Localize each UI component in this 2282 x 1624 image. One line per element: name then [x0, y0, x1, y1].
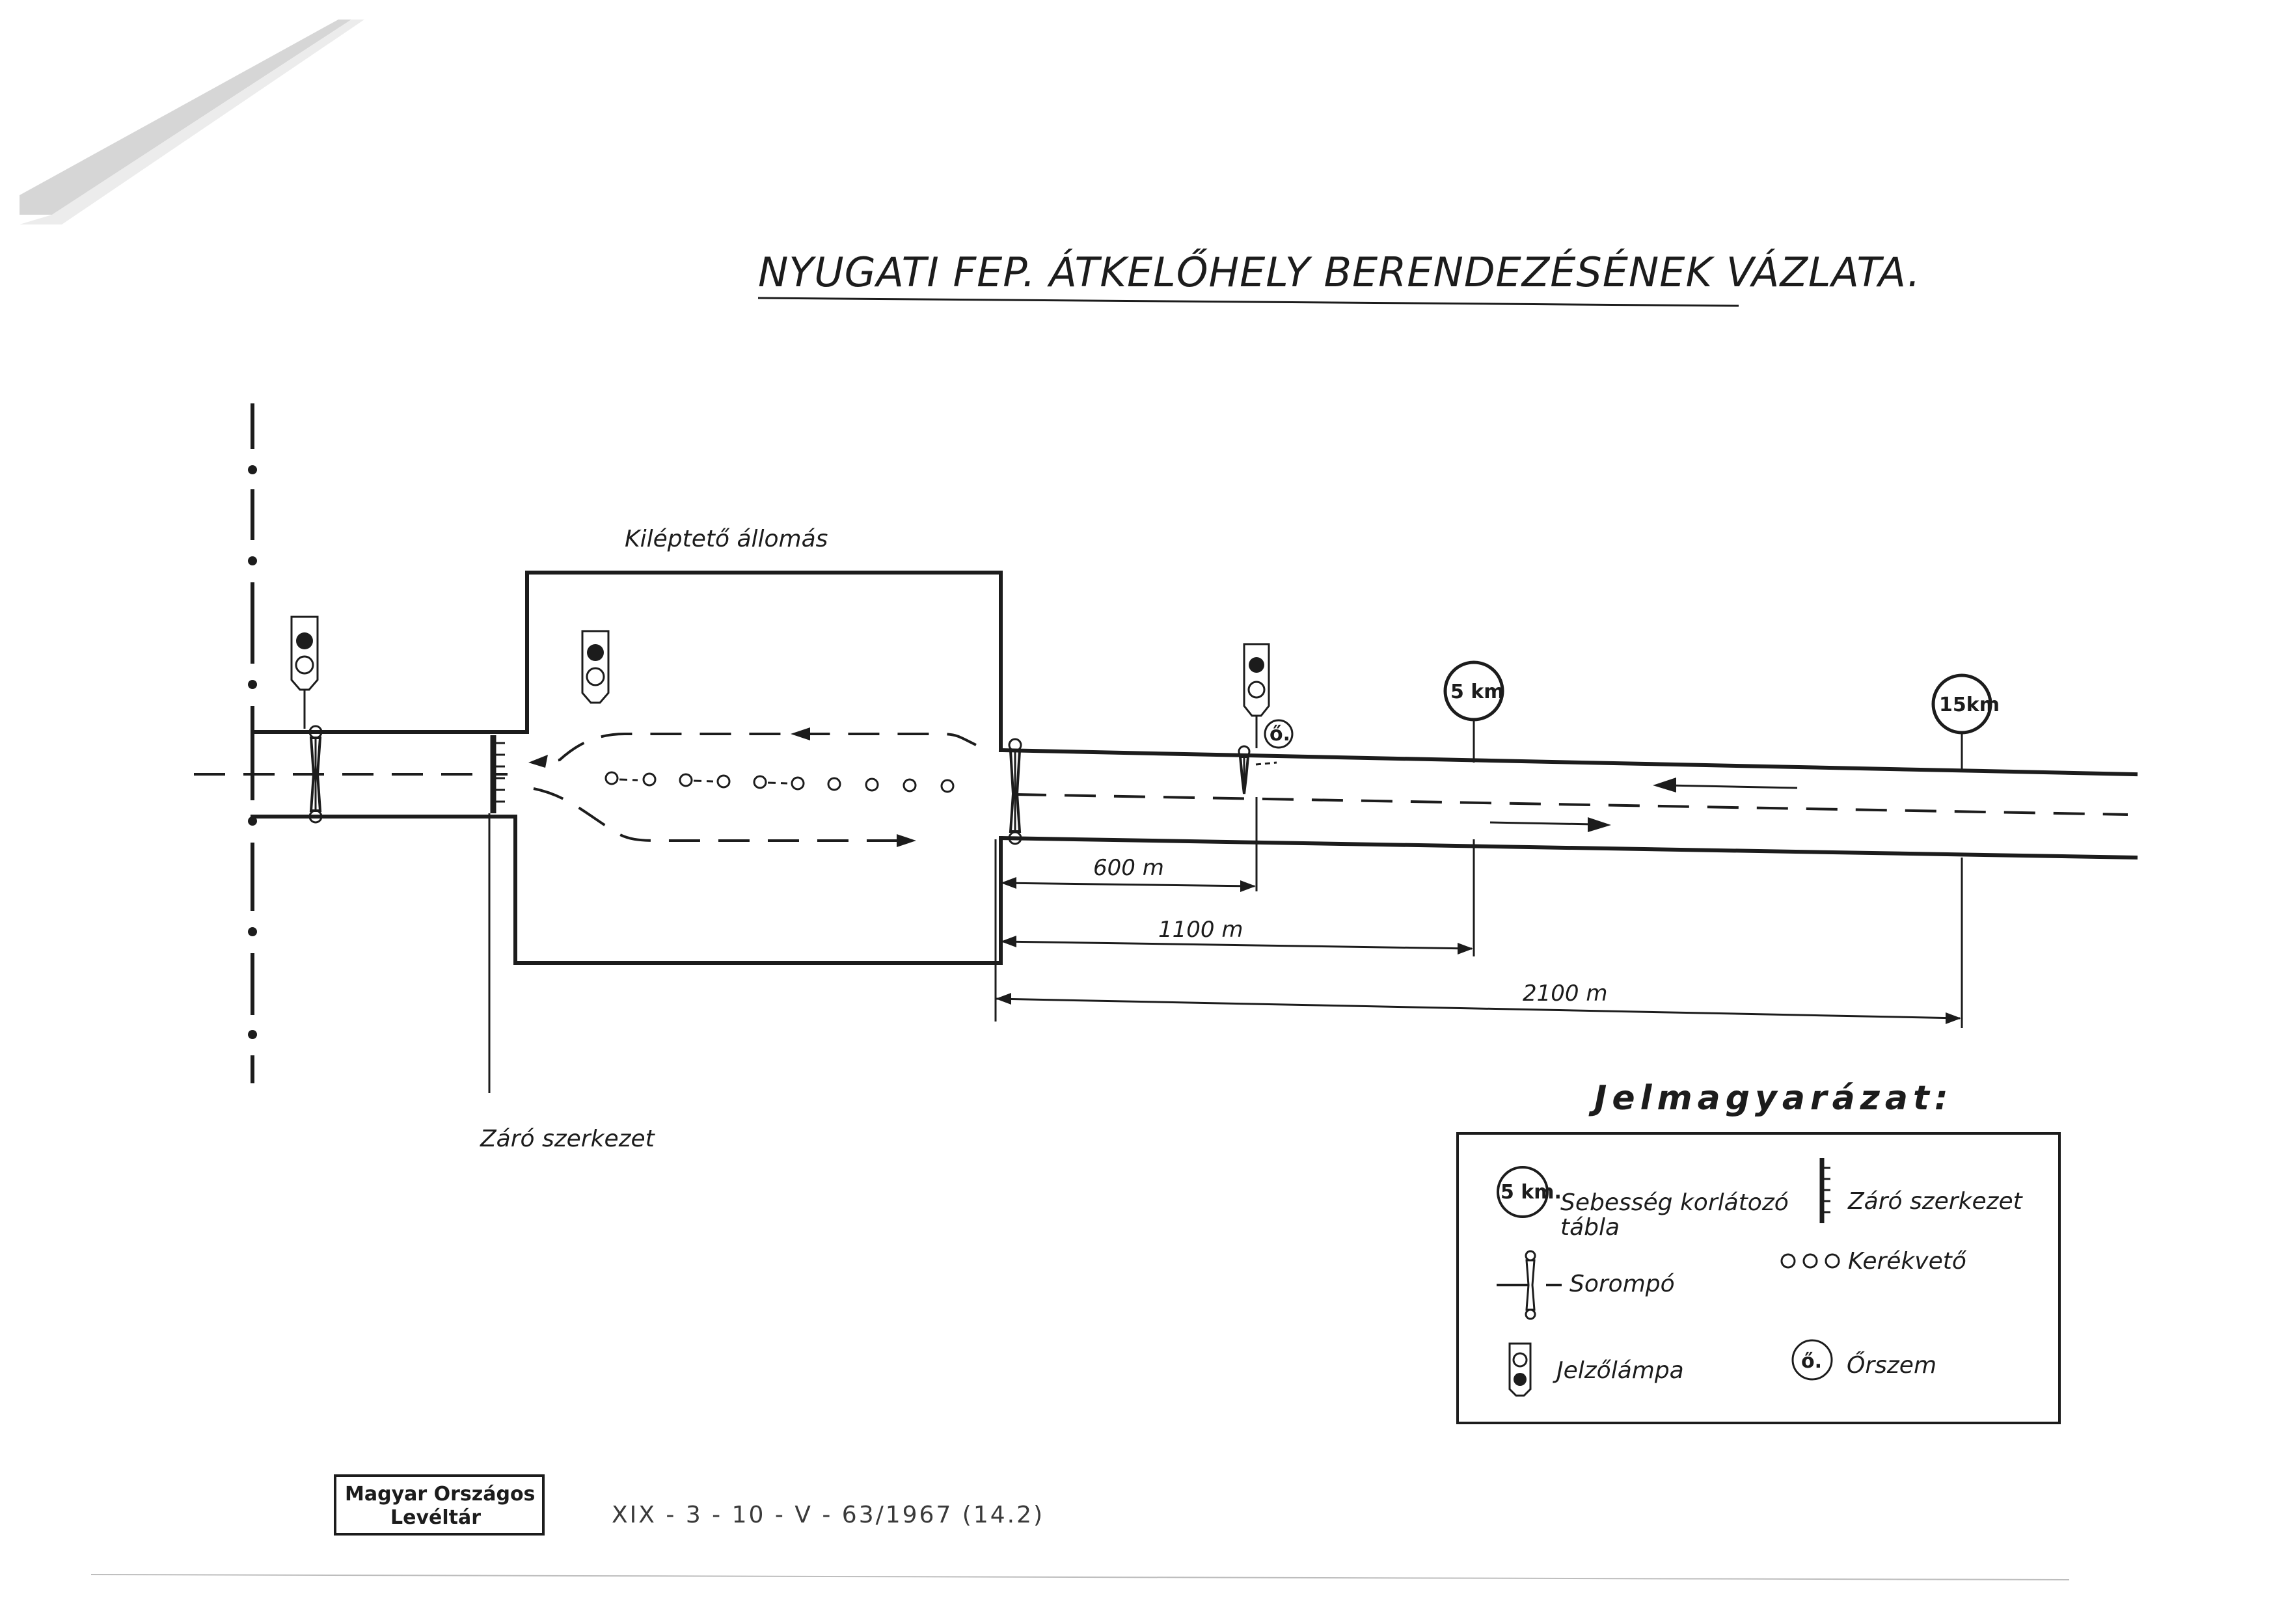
- guard-post: ő.: [1255, 719, 1294, 766]
- barrier-station-exit: [1008, 738, 1022, 845]
- svg-text:600 m: 600 m: [1093, 855, 1164, 881]
- dimension-1100m: 1100 m: [1000, 917, 1473, 954]
- svg-text:ő.: ő.: [1801, 1350, 1822, 1373]
- signal-lamp-left: [290, 616, 319, 729]
- legend-guard: ő. Őrszem: [1791, 1339, 1936, 1381]
- station-lane-upper: [528, 727, 977, 768]
- legend-signal-lamp: Jelzőlámpa: [1508, 1342, 1684, 1397]
- legend-closure: Záró szerkezet: [1819, 1158, 2024, 1223]
- legend-barrier: Sorompó: [1497, 1250, 1675, 1320]
- closure-structure: [488, 735, 505, 1093]
- road-outline: [251, 571, 2138, 965]
- svg-text:Jelzőlámpa: Jelzőlámpa: [1553, 1357, 1684, 1384]
- centre-line: [194, 773, 2128, 816]
- barrier-left: [308, 725, 323, 824]
- svg-text:1100 m: 1100 m: [1158, 917, 1243, 943]
- wheel-stops: [604, 771, 955, 793]
- direction-arrow-inbound: [1653, 778, 1798, 792]
- legend-wheel-stop: Kerékvető: [1780, 1248, 1967, 1275]
- signal-lamp-600m: [1243, 643, 1270, 748]
- svg-text:15km: 15km: [1939, 694, 2000, 716]
- signal-lamp-station: [581, 630, 610, 704]
- legend-title: Jelmagyarázat:: [1588, 1079, 1953, 1118]
- page-corner-shadow: [20, 20, 364, 224]
- svg-text:2100 m: 2100 m: [1523, 981, 1607, 1007]
- legend-speed-sign: 5 km. Sebesség korlátozó tábla: [1497, 1166, 1789, 1241]
- svg-text:5 km.: 5 km.: [1501, 1181, 1562, 1204]
- title-underline: [757, 297, 1739, 307]
- svg-text:Őrszem: Őrszem: [1847, 1351, 1936, 1379]
- archive-stamp: Magyar Országos Levéltár: [334, 1474, 545, 1536]
- page-corner-fold: [20, 20, 351, 215]
- scan-edge-line: [90, 1574, 2070, 1580]
- speed-limit-sign-15km: 15km: [1931, 673, 2000, 772]
- svg-text:Levéltár: Levéltár: [390, 1506, 481, 1529]
- dimension-extension-lines: [994, 797, 1963, 1028]
- station-label: Kiléptető állomás: [625, 526, 828, 552]
- svg-text:Záró szerkezet: Záró szerkezet: [1847, 1188, 2024, 1215]
- svg-text:Magyar Országos: Magyar Országos: [345, 1483, 535, 1506]
- svg-text:tábla: tábla: [1560, 1214, 1620, 1241]
- closure-label: Záró szerkezet: [480, 1126, 656, 1152]
- speed-limit-sign-5km: 5 km: [1443, 660, 1504, 763]
- station-lane-lower: [533, 787, 916, 847]
- svg-text:Sebesség korlátozó: Sebesség korlátozó: [1560, 1189, 1789, 1216]
- archive-reference: XIX - 3 - 10 - V - 63/1967 (14.2): [612, 1502, 1044, 1528]
- svg-text:Sorompó: Sorompó: [1569, 1271, 1675, 1297]
- dimension-2100m: 2100 m: [995, 981, 1961, 1024]
- legend-box: [1456, 1132, 2061, 1424]
- dimension-600m: 600 m: [1000, 855, 1256, 892]
- barrier-600m: [1238, 745, 1251, 794]
- svg-text:Kerékvető: Kerékvető: [1848, 1248, 1967, 1275]
- svg-text:ő.: ő.: [1270, 723, 1290, 746]
- diagram-title: NYUGATI FEP. ÁTKELŐHELY BERENDEZÉSÉNEK V…: [758, 248, 1921, 296]
- direction-arrow-outbound: [1489, 817, 1611, 832]
- svg-text:5 km: 5 km: [1450, 681, 1504, 703]
- state-border: [248, 403, 257, 1083]
